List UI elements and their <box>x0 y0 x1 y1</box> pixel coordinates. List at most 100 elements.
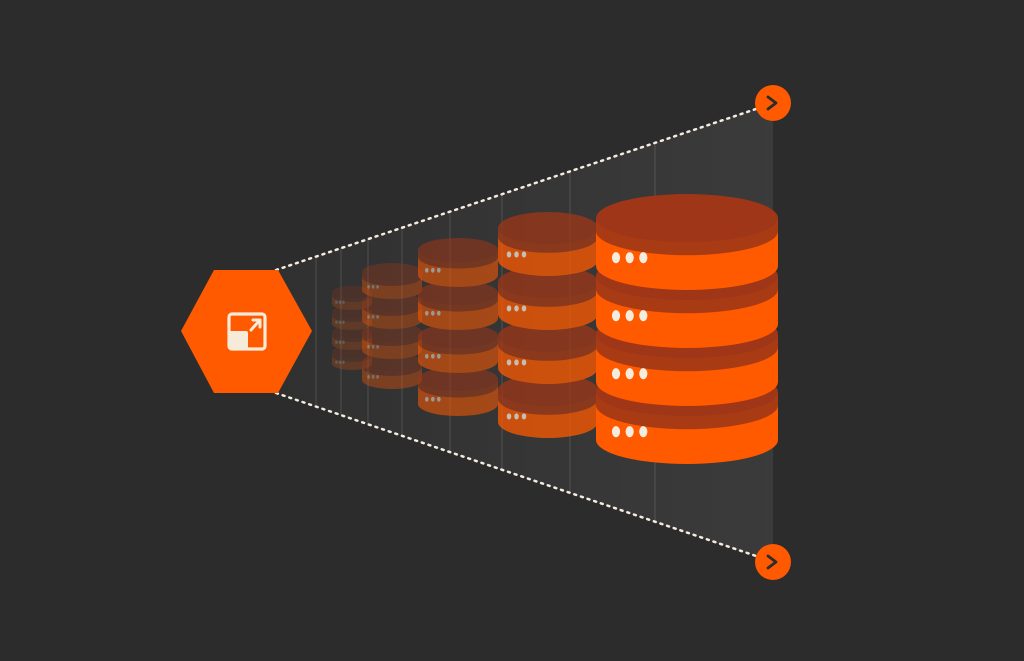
disk-body <box>362 302 422 329</box>
database-stack <box>332 286 372 370</box>
disk-top-face <box>418 367 498 391</box>
database-disk <box>498 320 598 384</box>
disk-top-face <box>596 194 778 242</box>
database-stack <box>418 238 498 416</box>
database-stack <box>498 212 598 438</box>
disk-shadow-band <box>362 272 422 286</box>
disk-shadow-band <box>332 292 372 302</box>
disk-top-face <box>362 293 422 311</box>
disk-shadow-band <box>362 362 422 376</box>
status-light-dot <box>437 396 441 402</box>
status-light-dot <box>425 396 429 402</box>
lower-guide-line <box>274 391 764 560</box>
resize-expand-icon <box>227 312 267 351</box>
status-light-dot <box>431 267 435 273</box>
database-disk <box>362 263 422 299</box>
status-light-dot <box>431 353 435 359</box>
status-light-dot <box>371 285 375 289</box>
disk-shadow-band <box>332 352 372 362</box>
status-light-dot <box>611 252 621 264</box>
status-light-dot <box>367 315 370 319</box>
status-light-dot <box>639 310 648 322</box>
disk-shadow-band <box>362 302 422 316</box>
status-light-dot <box>376 375 379 379</box>
status-light-dot <box>367 285 370 289</box>
status-light-dot <box>342 300 345 305</box>
database-disk <box>332 326 372 350</box>
database-disk <box>498 374 598 438</box>
status-light-dot <box>425 310 429 316</box>
status-light-dot <box>338 340 342 345</box>
status-light-dot <box>506 251 512 258</box>
disk-body <box>362 332 422 359</box>
disk-top-face <box>498 320 598 352</box>
disk-top-face <box>498 266 598 298</box>
status-light-dot <box>639 368 648 380</box>
status-light-dot <box>437 353 441 359</box>
database-stack <box>362 263 422 389</box>
database-disk <box>332 286 372 310</box>
disk-top-face <box>362 323 422 341</box>
database-disk <box>418 238 498 287</box>
disk-top-face <box>418 281 498 305</box>
database-disk <box>418 367 498 416</box>
status-light-dot <box>335 300 338 305</box>
status-light-dot <box>431 310 435 316</box>
chevron-right-icon <box>766 95 778 111</box>
disk-body <box>362 362 422 389</box>
disk-top-face <box>498 374 598 406</box>
status-light-dot <box>376 285 379 289</box>
database-disk <box>498 266 598 330</box>
lower-arrow-button <box>755 544 791 580</box>
status-light-dot <box>371 345 375 349</box>
disk-top-face <box>332 286 372 298</box>
status-light-dot <box>335 360 338 365</box>
disk-top-face <box>332 346 372 358</box>
status-light-dot <box>371 315 375 319</box>
status-light-dot <box>506 359 512 366</box>
status-light-dot <box>625 310 634 322</box>
status-light-dot <box>521 305 527 312</box>
status-light-dot <box>425 267 429 273</box>
status-light-dot <box>342 340 345 345</box>
database-disk <box>362 293 422 329</box>
status-light-dot <box>611 368 621 380</box>
status-light-dot <box>625 252 634 264</box>
database-stacks <box>332 194 778 464</box>
status-light-dot <box>521 251 527 258</box>
database-disk <box>418 281 498 330</box>
disk-body <box>332 352 372 370</box>
disk-top-face <box>332 326 372 338</box>
disk-shadow-band <box>362 332 422 346</box>
status-light-dot <box>335 320 338 325</box>
status-light-dot <box>639 426 648 438</box>
status-light-dot <box>514 359 519 366</box>
database-disk <box>362 353 422 389</box>
disk-body <box>362 272 422 299</box>
disk-top-face <box>418 324 498 348</box>
status-light-dot <box>338 360 342 365</box>
database-disk <box>332 306 372 330</box>
status-light-dot <box>376 315 379 319</box>
status-light-dot <box>338 300 342 305</box>
status-light-dot <box>425 353 429 359</box>
disk-top-face <box>362 263 422 281</box>
scale-node <box>181 270 312 393</box>
status-light-dot <box>625 426 634 438</box>
disk-body <box>332 312 372 330</box>
database-disk <box>362 323 422 359</box>
disk-top-face <box>332 306 372 318</box>
disk-top-face <box>498 212 598 244</box>
database-disk <box>332 346 372 370</box>
status-light-dot <box>342 360 345 365</box>
status-light-dot <box>437 310 441 316</box>
status-light-dot <box>367 345 370 349</box>
disk-shadow-band <box>332 332 372 342</box>
status-light-dot <box>514 305 519 312</box>
status-light-dot <box>514 413 519 420</box>
status-light-dot <box>521 413 527 420</box>
database-disk <box>418 324 498 373</box>
disk-body <box>332 332 372 350</box>
